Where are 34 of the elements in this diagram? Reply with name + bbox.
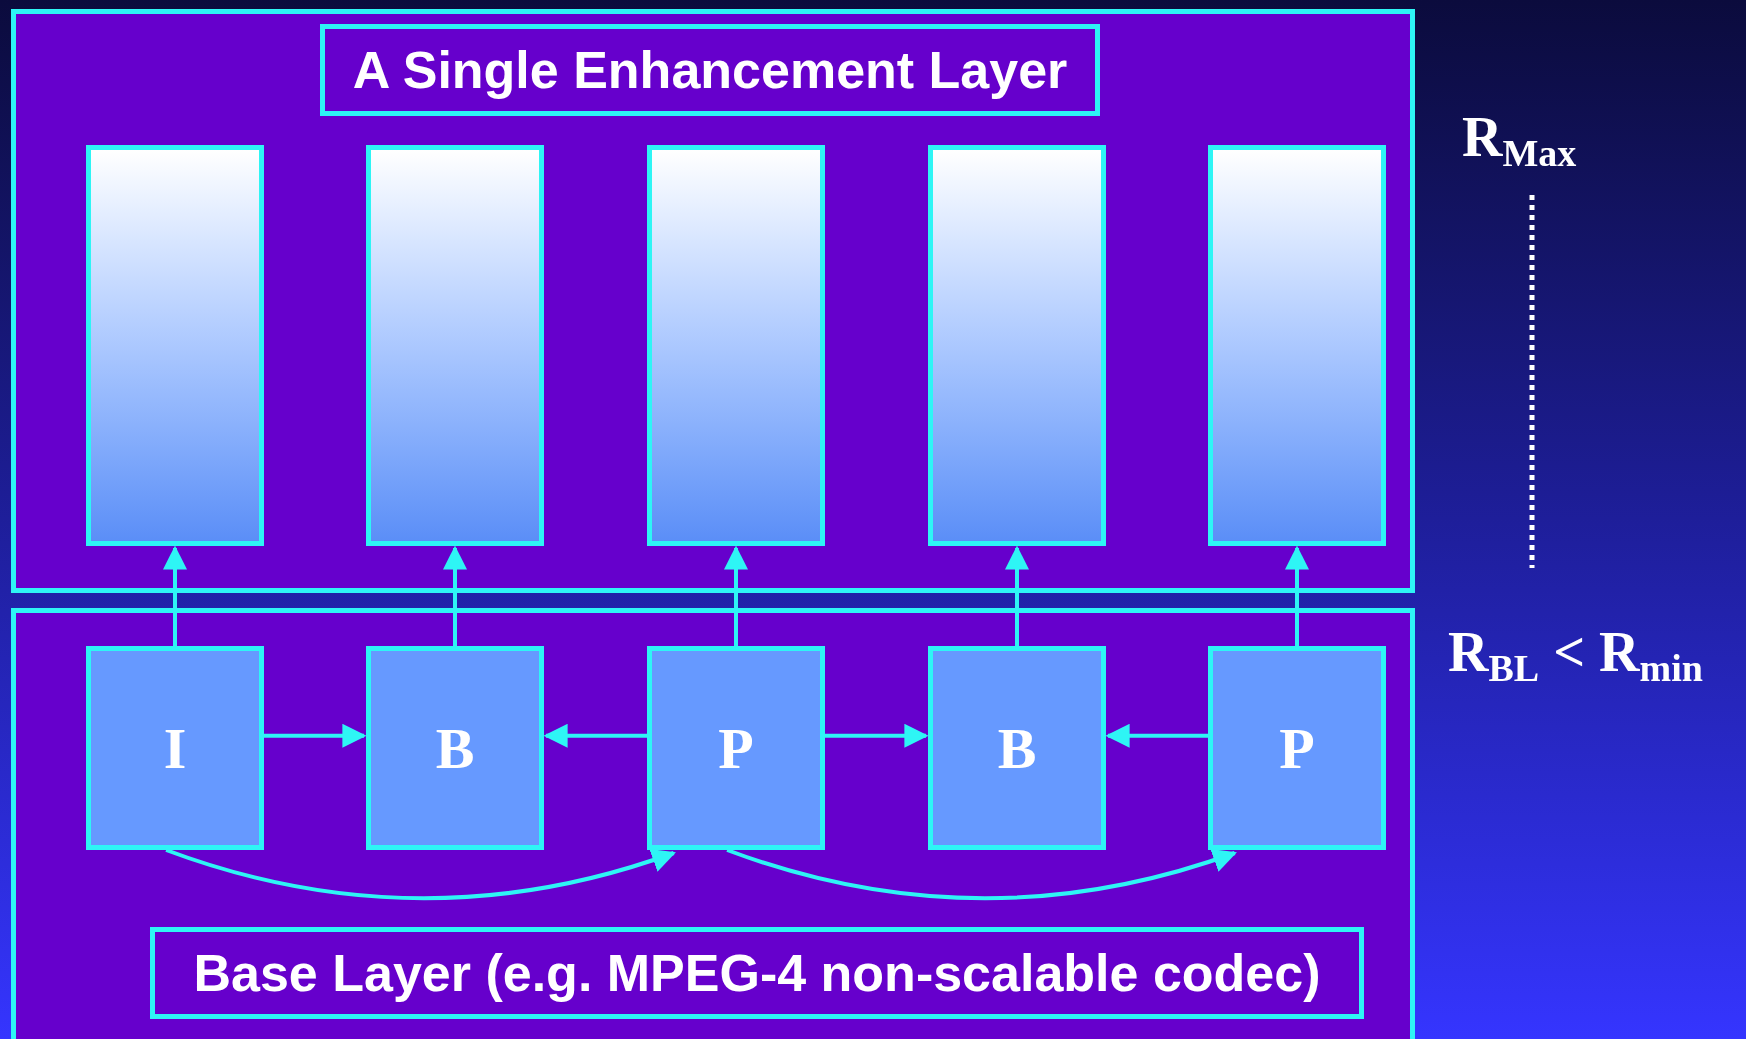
layer-title: A Single Enhancement Layer (352, 40, 1068, 101)
curved-arrow (165, 848, 676, 901)
arrow (1285, 545, 1309, 646)
enhancement-bar (366, 145, 544, 546)
arrow (443, 545, 467, 646)
enhancement-bar (647, 145, 825, 546)
rate-label: R$_{Max}$ (1462, 105, 1577, 176)
layer-title: Base Layer (e.g. MPEG-4 non-scalable codec) (193, 943, 1321, 1004)
arrow (543, 723, 647, 748)
frame-box (366, 646, 544, 850)
enhancement-bar (928, 145, 1106, 546)
arrow (1005, 545, 1029, 646)
frame-type-label: B (435, 714, 475, 783)
frame-type-label: I (163, 714, 187, 783)
frame-box (928, 646, 1106, 850)
layer-panel (11, 608, 1415, 1039)
enhancement-bar (1208, 145, 1386, 546)
arrow (825, 723, 929, 748)
frame-box (86, 646, 264, 850)
arrow (724, 545, 748, 646)
layer-panel (11, 9, 1415, 593)
arrow (163, 545, 187, 646)
layer-title-box (150, 927, 1364, 1019)
frame-type-label: P (718, 714, 754, 783)
frame-type-label: P (1279, 714, 1315, 783)
frame-type-label: B (997, 714, 1037, 783)
layer-title-box (320, 24, 1100, 116)
arrow (264, 723, 367, 748)
frame-box (1208, 646, 1386, 850)
frame-box (647, 646, 825, 850)
curved-arrow (726, 848, 1237, 901)
arrow (1105, 723, 1208, 748)
rate-label: R$_{BL}$ < R$_{min}$ (1448, 620, 1703, 691)
enhancement-bar (86, 145, 264, 546)
